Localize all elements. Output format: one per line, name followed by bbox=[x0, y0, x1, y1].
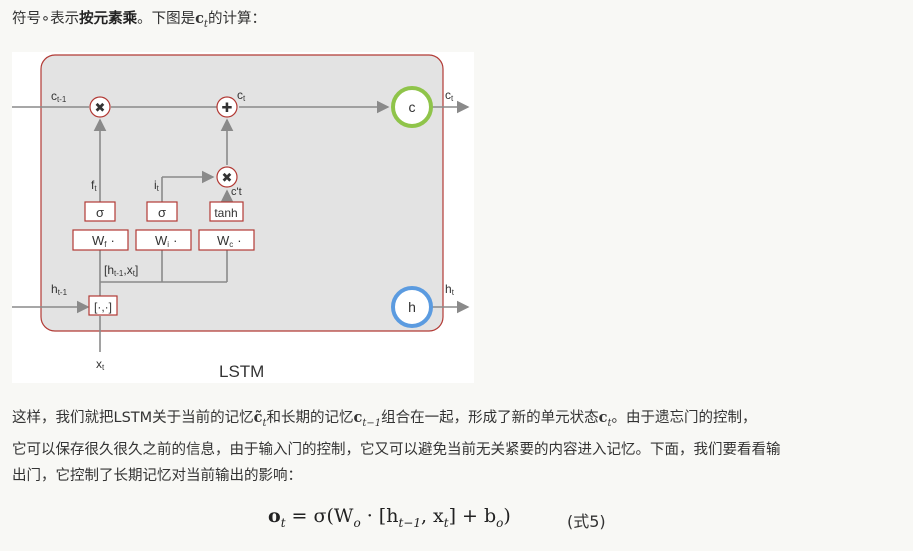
wf-label: Wf· bbox=[92, 233, 115, 249]
line1-text-c: 组合在一起，形成了新的单元状态 bbox=[381, 410, 599, 426]
formula-end: ) bbox=[503, 505, 511, 527]
f-gate-label: ft bbox=[91, 178, 97, 193]
paragraph-line-2: 它可以保存很久很久之前的信息，由于输入门的控制，它又可以避免当前无关紧要的内容进… bbox=[12, 441, 781, 458]
intro-math: c bbox=[195, 10, 204, 27]
wf-box bbox=[72, 229, 129, 251]
formula-b-sub: o bbox=[496, 515, 504, 530]
formula-comma: , x bbox=[420, 505, 444, 527]
paragraph-line-1: 这样，我们就把LSTM关于当前的记忆c̃t和长期的记忆ct−1组合在一起，形成了… bbox=[12, 405, 907, 437]
lstm-frame bbox=[40, 54, 444, 332]
formula-eq: = σ(W bbox=[285, 505, 354, 527]
c-out-label: ct bbox=[445, 88, 454, 103]
wc-box bbox=[198, 229, 255, 251]
line1-text-a: 这样，我们就把LSTM关于当前的记忆 bbox=[12, 410, 254, 426]
multiply-icon: ✖ bbox=[95, 100, 106, 115]
intro-text: 符号∘表示按元素乘。下图是ct的计算： bbox=[12, 8, 266, 36]
wi-box bbox=[135, 229, 192, 251]
cell-state-label: c bbox=[409, 99, 416, 115]
formula-h-sub: t−1 bbox=[398, 515, 421, 530]
equation-number: (式5) bbox=[567, 512, 606, 531]
hidden-state-node bbox=[391, 286, 433, 328]
wc-label: Wc· bbox=[217, 233, 242, 249]
explanation-paragraph: 这样，我们就把LSTM关于当前的记忆c̃t和长期的记忆ct−1组合在一起，形成了… bbox=[12, 405, 907, 489]
c-mid-label: ct bbox=[237, 88, 246, 103]
multiply-icon: ✖ bbox=[222, 170, 233, 185]
formula-w-sub: o bbox=[353, 515, 361, 530]
diagram-caption: LSTM bbox=[219, 362, 264, 381]
add-node bbox=[216, 96, 238, 118]
current-memory-sub: t bbox=[262, 417, 267, 429]
h-prev-label: ht-1 bbox=[51, 282, 68, 297]
forget-sigma-box bbox=[84, 201, 116, 222]
current-memory-math: c̃ bbox=[253, 409, 263, 426]
formula-x-sub: t bbox=[443, 515, 449, 530]
tanh-box bbox=[209, 201, 244, 222]
forget-sigma-label: σ bbox=[96, 205, 104, 220]
candidate-label: c't bbox=[231, 186, 242, 198]
long-memory-sub: t−1 bbox=[362, 417, 382, 429]
line1-text-d: 。由于遗忘门的控制， bbox=[611, 410, 757, 426]
cell-state-math: c bbox=[598, 409, 608, 426]
lstm-diagram-svg: ✖ ✚ ✖ c h σ σ tanh Wf· Wi· Wc· [·,·] ct-… bbox=[12, 54, 470, 381]
wi-label: Wi· bbox=[155, 233, 177, 249]
input-sigma-label: σ bbox=[158, 205, 166, 220]
intro-bold: 按元素乘 bbox=[79, 11, 138, 27]
c-prev-label: ct-1 bbox=[51, 89, 67, 104]
formula-close: ] + b bbox=[448, 505, 497, 527]
line1-text-b: 和长期的记忆 bbox=[266, 410, 354, 426]
formula-mid: · [h bbox=[360, 505, 399, 527]
intro-before: 符号∘表示 bbox=[12, 11, 80, 27]
output-gate-formula: ot = σ(Wo · [ht−1, xt] + bo) bbox=[268, 505, 511, 530]
cell-state-sub: t bbox=[607, 417, 612, 429]
paragraph-line-3: 出门，它控制了长期记忆对当前输出的影响： bbox=[12, 467, 302, 484]
x-in-label: xt bbox=[96, 357, 105, 372]
concat-box bbox=[88, 295, 118, 316]
add-icon: ✚ bbox=[222, 100, 233, 115]
input-multiply-node bbox=[216, 166, 238, 188]
intro-math-sub: t bbox=[203, 18, 208, 30]
i-gate-label: it bbox=[154, 178, 160, 193]
long-memory-math: c bbox=[353, 409, 363, 426]
concat-box-label: [·,·] bbox=[94, 300, 112, 314]
hidden-state-label: h bbox=[408, 299, 416, 315]
formula-lhs: o bbox=[268, 505, 281, 527]
intro-middle: 。下图是 bbox=[137, 11, 196, 27]
formula-lhs-sub: t bbox=[280, 515, 286, 530]
concat-label: [ht-1,xt] bbox=[104, 263, 138, 278]
h-out-label: ht bbox=[445, 282, 455, 297]
cell-state-node bbox=[391, 86, 433, 128]
forget-multiply-node bbox=[89, 96, 111, 118]
tanh-label: tanh bbox=[214, 206, 237, 220]
lstm-diagram: ✖ ✚ ✖ c h σ σ tanh Wf· Wi· Wc· [·,·] ct-… bbox=[12, 52, 474, 383]
intro-after: 的计算： bbox=[207, 11, 266, 27]
input-sigma-box bbox=[146, 201, 178, 222]
